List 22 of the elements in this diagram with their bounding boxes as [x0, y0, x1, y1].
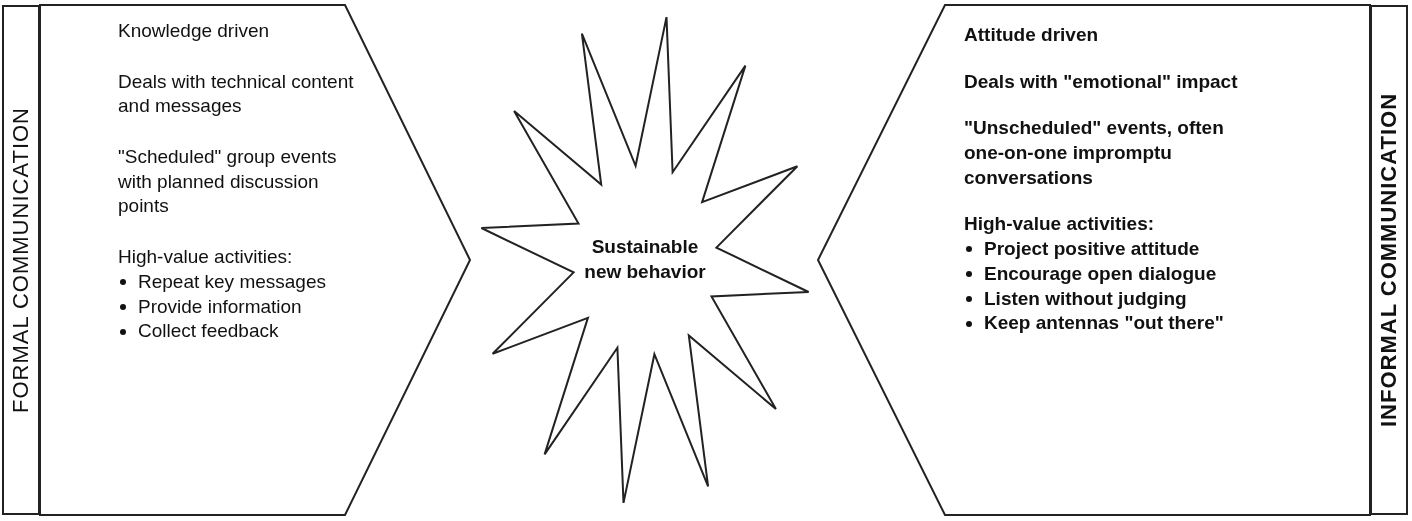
panel-text: "Unscheduled" events, often one-on-one impromptu conversations	[964, 116, 1225, 190]
panel-text: Knowledge driven	[118, 19, 271, 43]
bullet-item: Project positive attitude	[984, 237, 1200, 262]
side-band	[2, 5, 40, 515]
panel-text: Attitude driven	[964, 23, 1100, 47]
bullet-item: Repeat key messages	[138, 269, 326, 294]
bullet-item: Provide information	[138, 294, 302, 319]
bullet-item: Listen without judging	[984, 286, 1187, 311]
side-band	[1370, 5, 1408, 515]
panel-text: Deals with technical content and messages	[118, 69, 355, 119]
band-label: INFORMAL COMMUNICATION	[1376, 93, 1402, 427]
content-panel	[40, 5, 470, 515]
center-label: Sustainable new behavior	[583, 235, 707, 284]
bullet-item: Keep antennas "out there"	[984, 311, 1224, 336]
panel-text: Deals with "emotional" impact	[964, 69, 1239, 94]
bullet-item: Collect feedback	[138, 319, 279, 344]
panel-text: "Scheduled" group events with planned discussion points	[118, 145, 338, 219]
band-label: FORMAL COMMUNICATION	[8, 107, 34, 413]
list-heading: High-value activities:	[118, 245, 294, 270]
list-heading: High-value activities:	[964, 212, 1156, 237]
bullet-item: Encourage open dialogue	[984, 261, 1217, 286]
content-panel	[818, 5, 1370, 515]
